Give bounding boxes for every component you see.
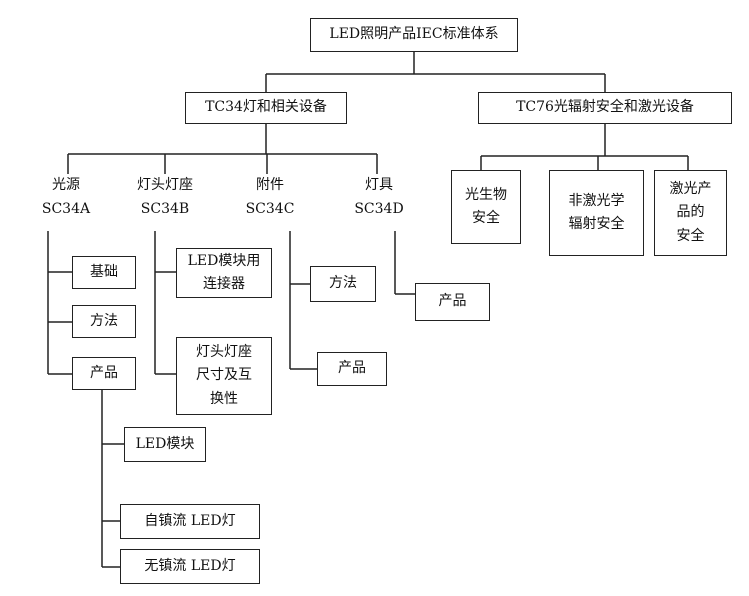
- sc34b-name: 灯头灯座: [137, 177, 193, 193]
- sc34a-label: 光源 SC34A: [30, 174, 102, 222]
- tc34-title: TC34灯和相关设备: [205, 99, 327, 116]
- sc34b-item-interchangeability: 灯头灯座 尺寸及互 换性: [176, 337, 272, 415]
- sc34a-item-product: 产品: [72, 357, 136, 390]
- tc76-item-photobiological-safety: 光生物 安全: [451, 170, 521, 244]
- sc34b-item-connector: LED模块用 连接器: [176, 248, 272, 298]
- root-title: LED照明产品IEC标准体系: [329, 26, 499, 43]
- sc34d-item-product: 产品: [415, 283, 490, 321]
- sc34b-label: 灯头灯座 SC34B: [117, 174, 213, 222]
- product-non-ballasted-led-lamp: 无镇流 LED灯: [120, 549, 260, 584]
- product-self-ballasted-led-lamp: 自镇流 LED灯: [120, 504, 260, 539]
- sc34a-item-method: 方法: [72, 305, 136, 338]
- sc34d-code: SC34D: [354, 200, 404, 217]
- sc34d-label: 灯具 SC34D: [343, 174, 415, 222]
- sc34c-code: SC34C: [245, 200, 295, 217]
- sc34a-code: SC34A: [41, 200, 91, 217]
- tc76-title: TC76光辐射安全和激光设备: [516, 99, 694, 116]
- tc76-item-laser-product-safety: 激光产 品的 安全: [654, 170, 727, 256]
- sc34c-label: 附件 SC34C: [234, 174, 306, 222]
- sc34b-code: SC34B: [140, 200, 190, 217]
- sc34a-item-basic: 基础: [72, 256, 136, 289]
- sc34a-name: 光源: [52, 177, 80, 193]
- tc76-node: TC76光辐射安全和激光设备: [478, 92, 732, 124]
- sc34d-name: 灯具: [365, 177, 393, 193]
- sc34c-item-method: 方法: [310, 266, 376, 302]
- sc34c-name: 附件: [256, 177, 284, 193]
- root-node: LED照明产品IEC标准体系: [310, 18, 518, 52]
- tc34-node: TC34灯和相关设备: [185, 92, 347, 124]
- product-led-module: LED模块: [124, 427, 206, 462]
- tc76-item-non-laser-radiation-safety: 非激光学 辐射安全: [549, 170, 644, 256]
- sc34c-item-product: 产品: [317, 352, 387, 386]
